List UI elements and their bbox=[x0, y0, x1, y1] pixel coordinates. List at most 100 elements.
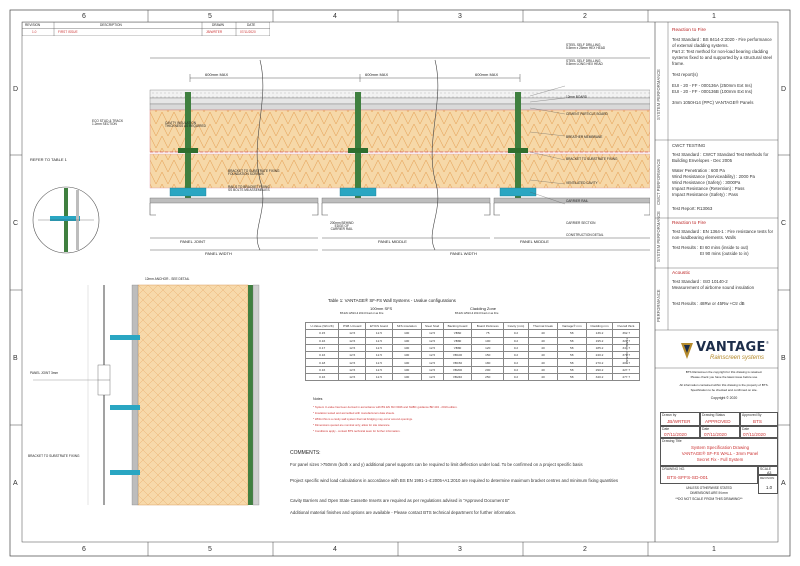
config-cell: 100 bbox=[391, 329, 422, 338]
zone-left-label: PANEL WIDTH bbox=[205, 251, 232, 256]
config-col-head: Overall thick. bbox=[612, 321, 640, 331]
config-cell: 12.5 bbox=[420, 343, 444, 353]
tb-drawn-by-label: Drawn by bbox=[662, 413, 677, 417]
reaction2-line: EI 90 mins (outside to in) bbox=[700, 250, 749, 256]
tb-dims-note: UNLESS OTHERWISE STATED bbox=[686, 486, 732, 490]
revision-table: REVISION DESCRIPTION DRAWN DATE 1.0 FIRS… bbox=[22, 22, 270, 36]
vertical-title-3-text: SYSTEM PERFORMANCE bbox=[656, 211, 661, 262]
config-cell: 200 bbox=[471, 365, 505, 375]
reaction-line: Part 2: Test method for non-load bearing… bbox=[672, 48, 773, 66]
config-cell: VB100 bbox=[442, 351, 473, 360]
logo-tagline: Rainscreen systems bbox=[710, 355, 765, 361]
config-cell: 40 bbox=[527, 358, 558, 367]
grid-col-2: 2 bbox=[583, 13, 587, 20]
config-note-4: * Dimensions quoted are nominal only; al… bbox=[313, 423, 391, 427]
tb-status-value: APPROVED bbox=[705, 419, 731, 424]
cwct-line: Water Penetration : 600 Pa bbox=[672, 167, 725, 173]
zone-right-label: PANEL WIDTH bbox=[450, 251, 477, 256]
tb-title-line: System Specification Drawing bbox=[690, 445, 750, 450]
tb-title-line: Secret Fix - Full System bbox=[696, 457, 744, 462]
disclaimer-line: Please check you have the latest issue b… bbox=[690, 375, 758, 379]
grid-col-5: 5 bbox=[208, 13, 212, 20]
rev-header-date: DATE bbox=[247, 22, 256, 27]
panel-middle-right-label: PANEL MIDDLE bbox=[520, 239, 549, 244]
config-cell: 58 bbox=[556, 351, 587, 360]
section-detail-label: BRACKET TO SUBSTRATE FIXING bbox=[28, 454, 80, 458]
vertical-title-4: PERFORMANCE bbox=[656, 289, 690, 326]
config-cell: 12.5 bbox=[365, 336, 393, 345]
vertical-title-4-text: PERFORMANCE bbox=[656, 289, 661, 322]
disclaimer-line: Specification to be checked and confirme… bbox=[690, 388, 758, 392]
config-col-head: U-Value (W/m²K) bbox=[304, 321, 340, 331]
grid-row-c-right: C bbox=[781, 220, 787, 227]
dim-top-2: 600mm MAX bbox=[365, 72, 389, 77]
config-cell: 290.2 bbox=[585, 365, 614, 375]
vertical-section-drawing bbox=[33, 284, 260, 506]
config-cell: 0.18 bbox=[304, 358, 340, 367]
config-cell: 40 bbox=[527, 343, 558, 353]
panel-middle-label: PANEL MIDDLE bbox=[378, 239, 407, 244]
config-col-head: ETICS board bbox=[365, 321, 393, 331]
acoustic-title: Acoustic bbox=[672, 271, 691, 276]
grid-col-5-bottom: 5 bbox=[208, 546, 212, 553]
vertical-title-1: SYSTEM PERFORMANCE bbox=[656, 69, 708, 124]
config-cell: 0.16 bbox=[304, 365, 340, 375]
config-sub-right: BS EN 12524 & 2014 Fixed or as Fire bbox=[455, 312, 499, 315]
config-col-head: Thermal break bbox=[527, 321, 558, 331]
config-cell: 150 bbox=[471, 351, 505, 360]
logo-emblem-icon bbox=[681, 343, 693, 359]
config-cell: 58 bbox=[556, 343, 587, 353]
config-cell: 100 bbox=[391, 373, 422, 382]
config-cell: 100 bbox=[391, 336, 422, 345]
tb-date-value: 07/11/2020 bbox=[704, 432, 727, 437]
config-table: U-Value (W/m²K) PSB U-board ETICS board … bbox=[304, 321, 640, 382]
config-cell: 377.7 bbox=[612, 351, 640, 360]
tb-approved: Approved By BTS bbox=[740, 412, 778, 426]
comment-1: For panel sizes >750mm (both x and y) ad… bbox=[290, 462, 583, 467]
cwct-line: Impact Resistance (Retention) : Pass bbox=[672, 185, 745, 191]
config-cell: 12.5 bbox=[420, 351, 444, 360]
cwct-block: CWCT TESTING Test Standard : CWCT Standa… bbox=[672, 143, 776, 198]
copyright-line: Copyright © 2020 bbox=[710, 396, 738, 400]
tb-drawing-no: DRAWING NO. BTS-SFFS-SD-001 bbox=[660, 466, 758, 484]
config-cell: 0.17 bbox=[304, 343, 340, 353]
config-cell: 0.15 bbox=[304, 329, 340, 338]
cwct-title: CWCT TESTING bbox=[672, 143, 706, 148]
config-col-head: Cavity (mm) bbox=[503, 321, 529, 331]
callout-6: BRACKET TO SUBSTRATE FIXING bbox=[566, 157, 618, 161]
cwct-report: Test Report: R13063 bbox=[672, 206, 713, 211]
config-cell: 0.2 bbox=[503, 365, 529, 375]
callout-9: CARRIER SECTION bbox=[566, 221, 596, 225]
tb-date-label: Date bbox=[662, 427, 670, 431]
config-cell: 240.2 bbox=[585, 351, 614, 360]
config-cell: 58 bbox=[556, 329, 587, 338]
comment-2: Project specific wind load calculations … bbox=[290, 478, 619, 483]
config-cell: 0.16 bbox=[304, 373, 340, 382]
config-cell: 12.5 bbox=[365, 343, 393, 353]
grid-col-2-bottom: 2 bbox=[583, 546, 587, 553]
detail-circle bbox=[32, 186, 100, 254]
config-cell: 12.5 bbox=[338, 329, 367, 338]
tb-approved-value: BTS bbox=[753, 419, 762, 424]
grid-col-4: 4 bbox=[333, 13, 337, 20]
rev-value-drawn: JB/WRTER bbox=[206, 29, 223, 34]
rail-note: BRACKET TO SUBSTRATE FIXING FOUNDATION S… bbox=[228, 169, 280, 177]
tb-notes: UNLESS OTHERWISE STATED DIMENSIONS ARE I… bbox=[660, 486, 758, 501]
reaction-title: Reaction to Fire bbox=[672, 28, 706, 33]
section-top-label: 12mm ANCHOR - SEE DETAIL bbox=[145, 277, 190, 281]
config-cell: 12.5 bbox=[420, 336, 444, 345]
tb-revision: REVISION 1.0 bbox=[758, 475, 778, 494]
acoustic-line: Test Results : 48Rw or 45Rw +Ctr dB bbox=[672, 300, 745, 306]
config-cell: 75 bbox=[471, 329, 505, 338]
comment-4: Additional material finishes and options… bbox=[290, 510, 517, 515]
config-cell: 12.5 bbox=[338, 365, 367, 375]
config-cell: 362.7 bbox=[612, 329, 640, 338]
callout-7: VENTILATED CAVITY bbox=[566, 181, 598, 185]
config-cell: 185.2 bbox=[585, 343, 614, 353]
config-cell: 12.5 bbox=[338, 358, 367, 367]
grid-row-b-right: B bbox=[781, 355, 786, 362]
config-cell: 0.2 bbox=[503, 358, 529, 367]
